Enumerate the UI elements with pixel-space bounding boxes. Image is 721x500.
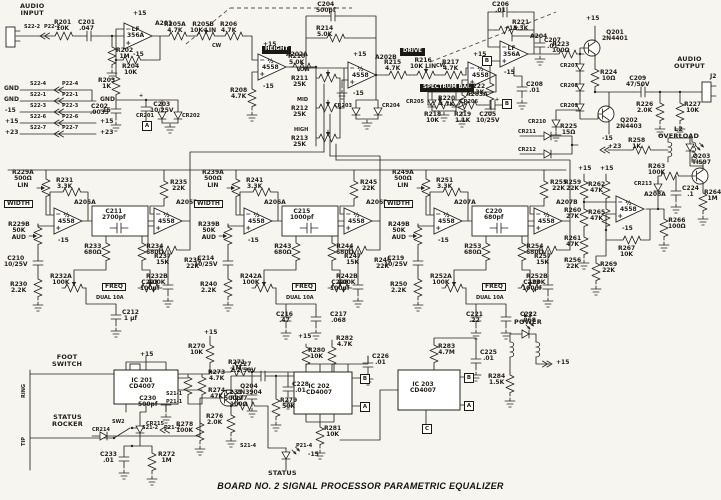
schematic-caption: BOARD NO. 2 SIGNAL PROCESSOR PARAMETRIC … xyxy=(217,481,504,491)
